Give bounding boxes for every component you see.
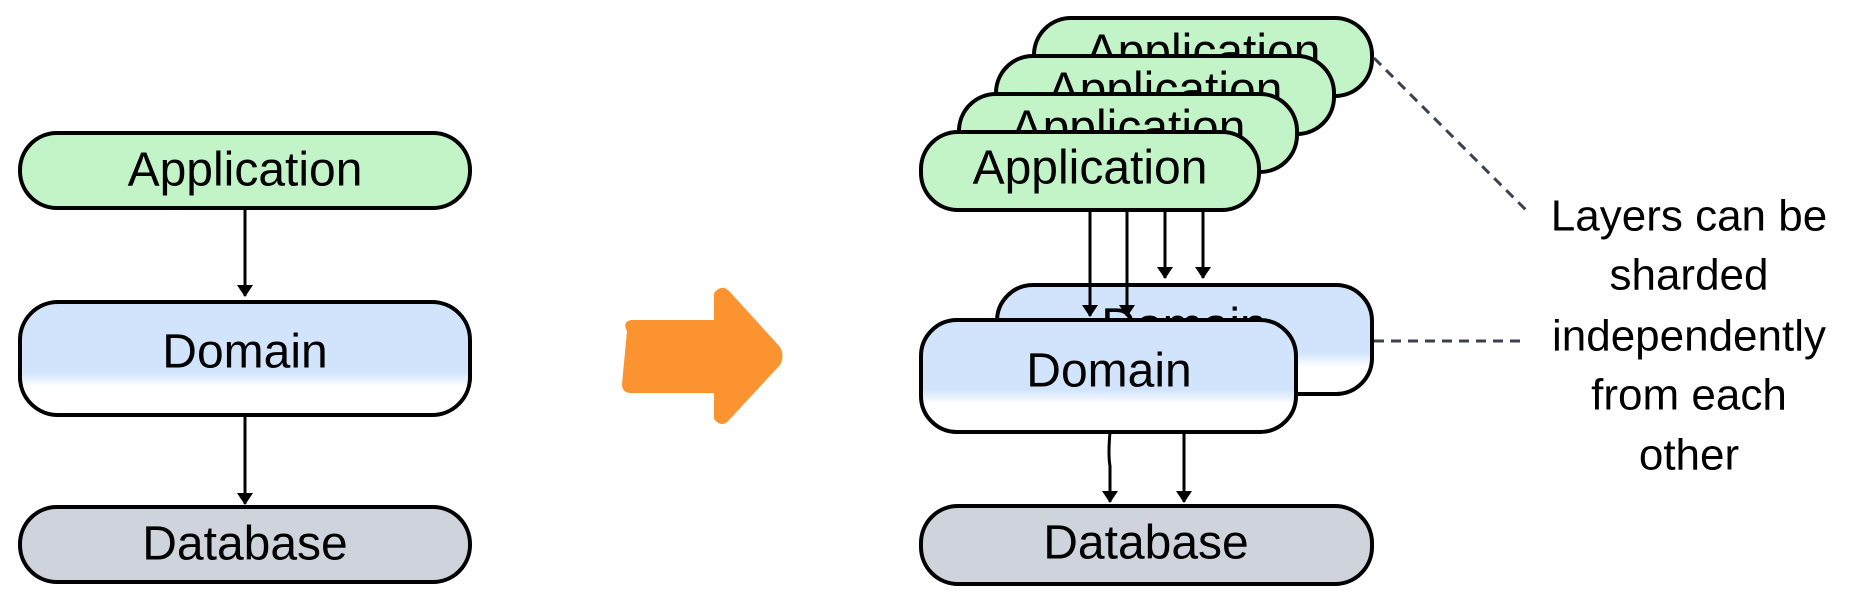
note-line-5: other	[1639, 431, 1739, 480]
application-layer-box: Application	[18, 131, 472, 210]
arrow-domain-shard-1-to-database	[1102, 431, 1118, 503]
application-label: Application	[128, 144, 363, 197]
sharding-note: Layers can be sharded independently from…	[1551, 192, 1827, 480]
database-layer-box: Database	[18, 505, 472, 584]
right-stack: Domain Application Application Applicati…	[919, 16, 1374, 586]
note-line-4: from each	[1591, 371, 1787, 420]
database-label: Database	[142, 518, 347, 571]
dashed-pointer-application	[1372, 56, 1528, 212]
left-stack: Application Domain Database	[18, 131, 472, 584]
database-sharded-label: Database	[1043, 517, 1248, 570]
application-shard-1: Application	[919, 130, 1261, 212]
application-shard-1-label: Application	[973, 142, 1208, 195]
database-box-sharded: Database	[919, 504, 1374, 586]
note-line-1: Layers can be	[1551, 192, 1827, 241]
note-line-2: sharded	[1609, 251, 1768, 300]
domain-shard-front: Domain	[919, 318, 1298, 434]
domain-shard-front-label: Domain	[1026, 345, 1191, 398]
domain-layer-box: Domain	[18, 300, 472, 417]
transform-arrow	[622, 287, 783, 424]
note-line-3: independently	[1552, 312, 1826, 361]
domain-label: Domain	[162, 326, 327, 379]
